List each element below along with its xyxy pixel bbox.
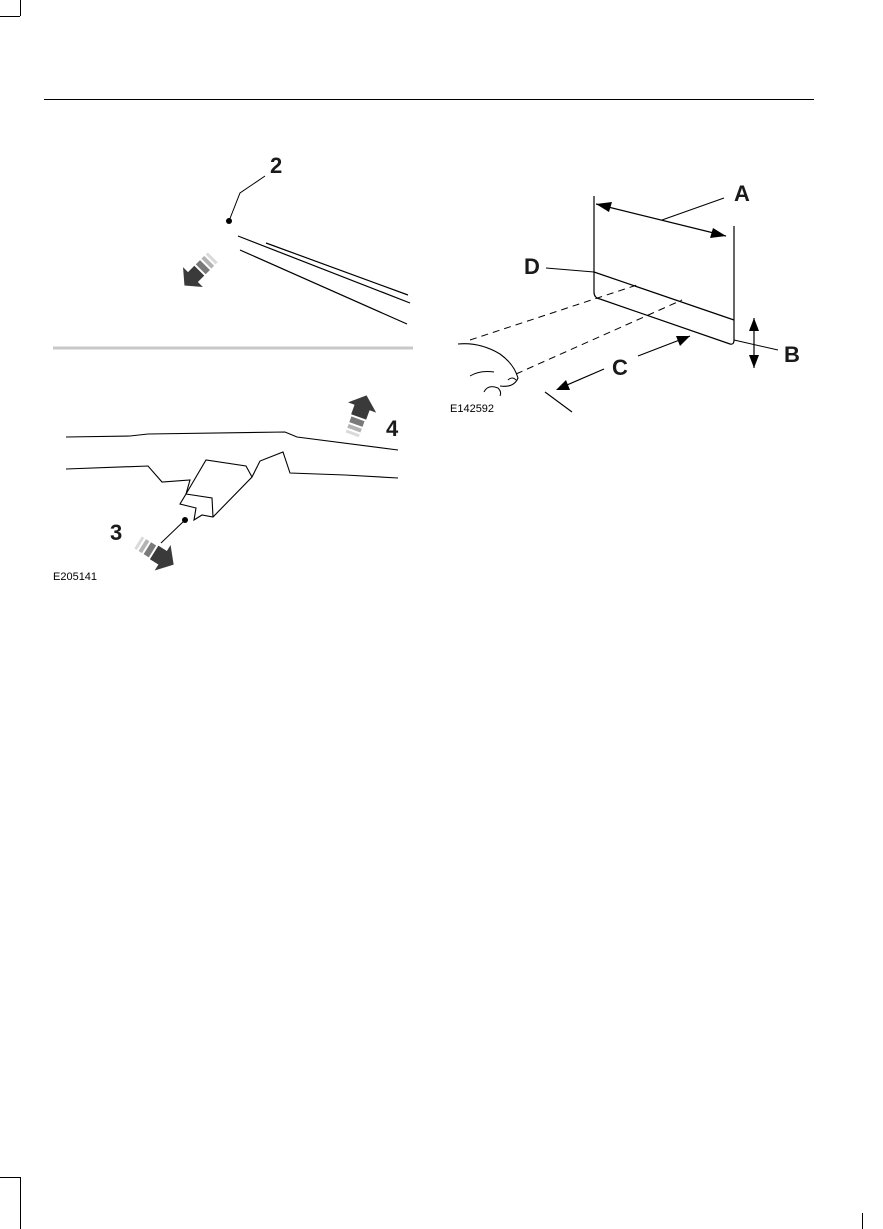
dimension-b-arrowhead-bottom bbox=[749, 355, 759, 368]
wiper-blade-illustration: 2 3 bbox=[0, 0, 440, 600]
label-a-leader bbox=[662, 198, 724, 220]
label-a: A bbox=[734, 181, 750, 206]
dimension-b-arrowhead-top bbox=[749, 318, 759, 331]
blade-edge-top bbox=[238, 236, 410, 303]
clip-edge bbox=[186, 494, 213, 517]
callout-2-dot bbox=[226, 218, 232, 224]
finger-line-1 bbox=[470, 372, 494, 377]
hand-outline bbox=[458, 344, 518, 387]
label-b-leader bbox=[734, 340, 778, 350]
label-c: C bbox=[612, 355, 628, 380]
down-left-arrow-icon bbox=[175, 247, 223, 295]
left-figure-code: E205141 bbox=[53, 571, 97, 583]
blade-dimension-diagram: A B C D E142592 bbox=[440, 150, 860, 440]
arm-top-line bbox=[66, 432, 398, 450]
callout-2: 2 bbox=[270, 153, 282, 178]
label-b: B bbox=[784, 342, 800, 367]
right-figure-code: E142592 bbox=[450, 403, 494, 415]
callout-4: 4 bbox=[386, 416, 399, 441]
crop-mark-bottom-right-vertical bbox=[862, 1213, 863, 1229]
dimension-a-arrowhead-left bbox=[596, 202, 612, 212]
dimension-a-arrowhead-right bbox=[710, 228, 726, 238]
wiper-blade-dimensions-figure: A B C D E142592 bbox=[440, 150, 860, 440]
wiper-arm-lower-panel: 3 4 bbox=[66, 390, 399, 577]
dimension-c-arrowhead-right bbox=[676, 336, 690, 346]
label-d: D bbox=[524, 254, 540, 279]
dimension-c-end-tick bbox=[545, 392, 572, 412]
arm-profile-line bbox=[66, 452, 398, 520]
fingernail-line bbox=[508, 378, 516, 380]
dimension-c-arrowhead-left bbox=[556, 380, 570, 390]
blade-top-edge bbox=[594, 272, 734, 320]
dimension-a-line bbox=[596, 204, 726, 236]
crop-mark-bottom-left-horizontal bbox=[0, 1177, 20, 1178]
callout-3-leader bbox=[161, 520, 185, 543]
up-arrow-icon bbox=[338, 390, 381, 440]
clip-outline bbox=[186, 460, 252, 494]
label-d-leader bbox=[546, 268, 594, 272]
projection-line-lower bbox=[516, 300, 682, 374]
blade-body bbox=[594, 196, 734, 344]
crop-mark-bottom-left-vertical bbox=[20, 1177, 21, 1229]
callout-3-dot bbox=[182, 517, 188, 523]
callout-3: 3 bbox=[110, 520, 122, 545]
wiper-blade-removal-figure: 2 3 bbox=[0, 0, 440, 600]
projection-line-upper bbox=[470, 284, 640, 340]
callout-2-leader bbox=[229, 176, 265, 221]
blade-edge-inner bbox=[266, 243, 408, 295]
finger-line-2 bbox=[484, 387, 501, 396]
blade-edge-bottom bbox=[240, 250, 407, 324]
down-right-arrow-icon bbox=[130, 530, 182, 578]
wiper-blade-upper-panel: 2 bbox=[175, 153, 410, 324]
